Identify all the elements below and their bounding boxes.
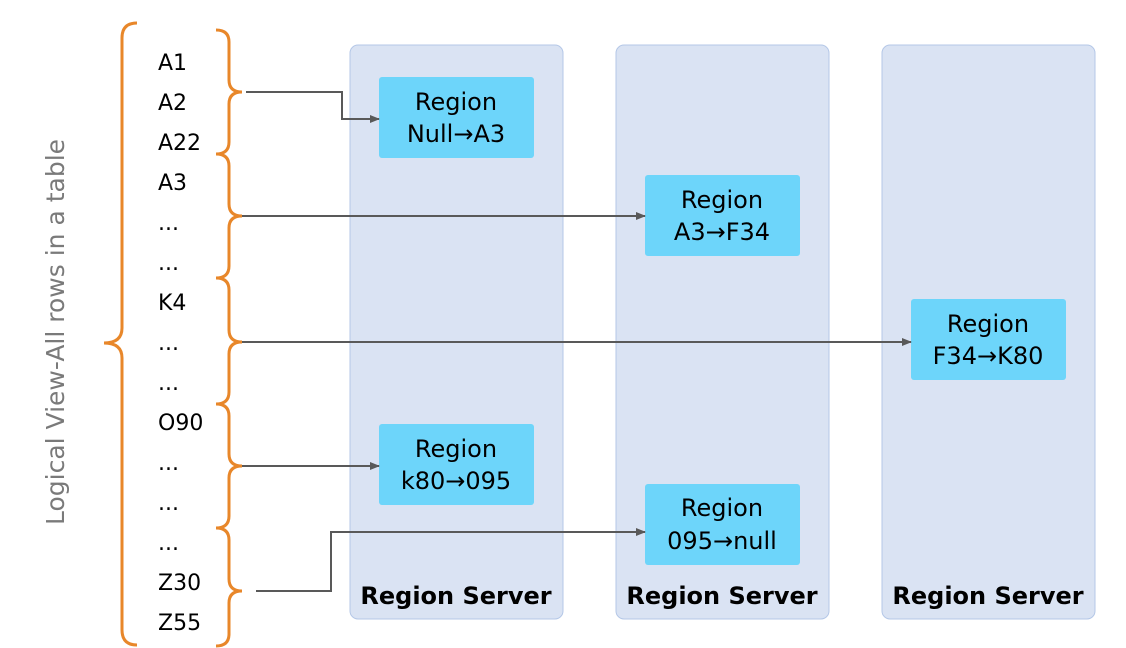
row-label: ... <box>158 251 179 276</box>
row-label: A2 <box>158 91 187 116</box>
region-095-null: Region 095→null <box>645 484 800 565</box>
region-title: Region <box>415 88 497 116</box>
row-label: ... <box>158 331 179 356</box>
region-title: Region <box>681 494 763 522</box>
region-server-label-3: Region Server <box>892 582 1083 610</box>
connector-arrows <box>240 91 912 592</box>
row-label: ... <box>158 531 179 556</box>
region-title: Region <box>415 435 497 463</box>
row-label: ... <box>158 451 179 476</box>
row-label: A1 <box>158 51 187 76</box>
region-f34-k80: Region F34→K80 <box>911 299 1066 380</box>
brace-group-5 <box>215 526 243 648</box>
row-label: Z55 <box>158 611 201 636</box>
row-label: ... <box>158 491 179 516</box>
region-range: Null→A3 <box>407 120 505 148</box>
region-boxes: Region Null→A3 Region A3→F34 Region F34→… <box>379 77 1066 565</box>
region-title: Region <box>947 310 1029 338</box>
row-label: ... <box>158 371 179 396</box>
row-list: A1 A2 A22 A3 ... ... K4 ... ... O90 ... … <box>158 51 203 636</box>
region-server-label-2: Region Server <box>626 582 817 610</box>
group-braces <box>215 28 243 648</box>
row-label: ... <box>158 211 179 236</box>
region-range: k80→095 <box>401 467 511 495</box>
brace-group-2 <box>215 152 243 280</box>
logical-view-label: Logical View-All rows in a table <box>41 139 70 525</box>
region-range: 095→null <box>667 527 777 555</box>
row-label: O90 <box>158 411 203 436</box>
row-label: A3 <box>158 171 187 196</box>
row-label: A22 <box>158 131 201 156</box>
region-range: A3→F34 <box>674 218 770 246</box>
region-range: F34→K80 <box>933 342 1044 370</box>
arrow-to-region-null-a3 <box>246 91 380 123</box>
region-server-label-1: Region Server <box>360 582 551 610</box>
region-k80-095: Region k80→095 <box>379 424 534 505</box>
row-label: K4 <box>158 291 186 316</box>
brace-group-4 <box>215 402 243 530</box>
region-null-a3: Region Null→A3 <box>379 77 534 158</box>
outer-brace <box>103 21 138 647</box>
brace-group-1 <box>215 28 243 156</box>
region-a3-f34: Region A3→F34 <box>645 175 800 256</box>
brace-group-3 <box>215 276 243 406</box>
row-label: Z30 <box>158 571 201 596</box>
region-title: Region <box>681 186 763 214</box>
arrow-to-region-095-null <box>256 528 646 592</box>
